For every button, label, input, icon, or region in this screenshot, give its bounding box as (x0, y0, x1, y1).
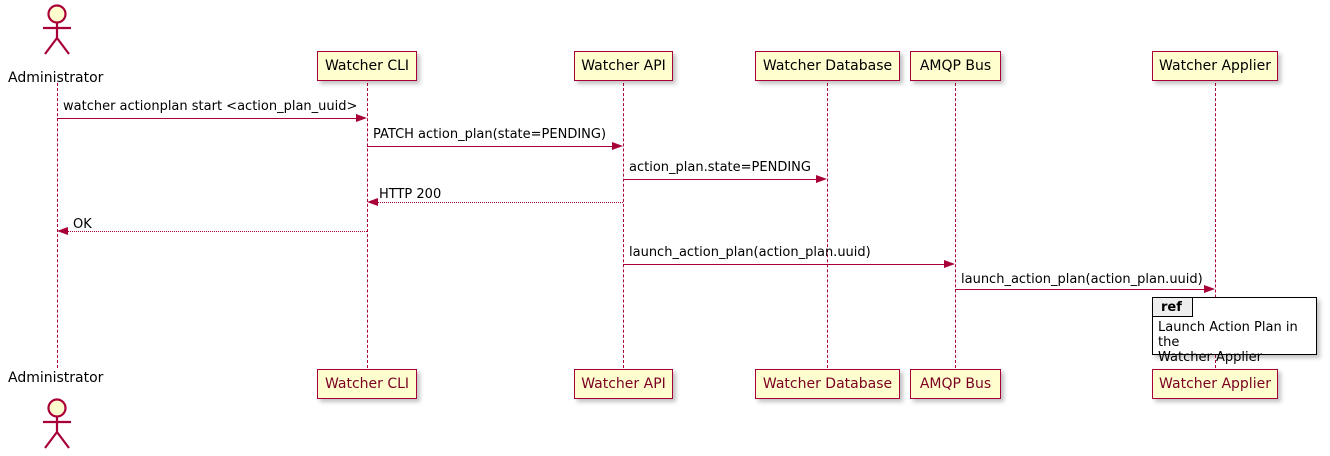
message-line-5 (67, 231, 367, 232)
participant-amqp_bus-bottom[interactable]: AMQP Bus (910, 369, 1001, 399)
message-line-2 (367, 146, 613, 147)
message-arrowhead-7 (1204, 285, 1215, 293)
actor-administrator-top (34, 4, 80, 56)
actor-administrator-bottom (34, 398, 80, 450)
ref-fragment-body-line2: Watcher Applier (1158, 350, 1262, 365)
message-label-2: PATCH action_plan(state=PENDING) (373, 127, 607, 142)
message-line-3 (623, 179, 817, 180)
lifeline-watcher_cli (367, 83, 368, 368)
message-label-3: action_plan.state=PENDING (629, 160, 811, 175)
actor-label-bottom: Administrator (8, 370, 104, 386)
message-label-5: OK (73, 217, 92, 232)
participant-watcher_db-bottom[interactable]: Watcher Database (755, 369, 900, 399)
message-label-7: launch_action_plan(action_plan.uuid) (961, 272, 1203, 287)
message-line-4 (377, 202, 623, 203)
participant-watcher_cli-top[interactable]: Watcher CLI (317, 51, 417, 81)
lifeline-watcher_api (623, 83, 624, 368)
message-line-1 (57, 118, 357, 119)
message-arrowhead-4 (367, 198, 378, 206)
lifeline-watcher_db (827, 83, 828, 368)
message-line-6 (623, 264, 945, 265)
lifeline-administrator (57, 83, 58, 368)
participant-watcher_db-top[interactable]: Watcher Database (755, 51, 900, 81)
ref-fragment-tab: ref (1153, 298, 1193, 317)
message-label-4: HTTP 200 (379, 187, 442, 202)
message-arrowhead-2 (612, 142, 623, 150)
ref-fragment-body-line1: Launch Action Plan in the (1158, 320, 1298, 350)
participant-watcher_cli-bottom[interactable]: Watcher CLI (317, 369, 417, 399)
participant-watcher_api-top[interactable]: Watcher API (574, 51, 673, 81)
actor-label-top: Administrator (8, 70, 104, 86)
message-arrowhead-3 (816, 175, 827, 183)
participant-watcher_applier-bottom[interactable]: Watcher Applier (1152, 369, 1278, 399)
message-label-6: launch_action_plan(action_plan.uuid) (629, 245, 871, 260)
participant-watcher_applier-top[interactable]: Watcher Applier (1152, 51, 1278, 81)
message-line-7 (955, 289, 1205, 290)
participant-amqp_bus-top[interactable]: AMQP Bus (910, 51, 1001, 81)
lifeline-amqp_bus (955, 83, 956, 368)
message-label-1: watcher actionplan start <action_plan_uu… (63, 99, 358, 114)
message-arrowhead-1 (356, 114, 367, 122)
message-arrowhead-6 (944, 260, 955, 268)
participant-watcher_api-bottom[interactable]: Watcher API (574, 369, 673, 399)
message-arrowhead-5 (57, 227, 68, 235)
lifeline-watcher_applier (1215, 83, 1216, 368)
